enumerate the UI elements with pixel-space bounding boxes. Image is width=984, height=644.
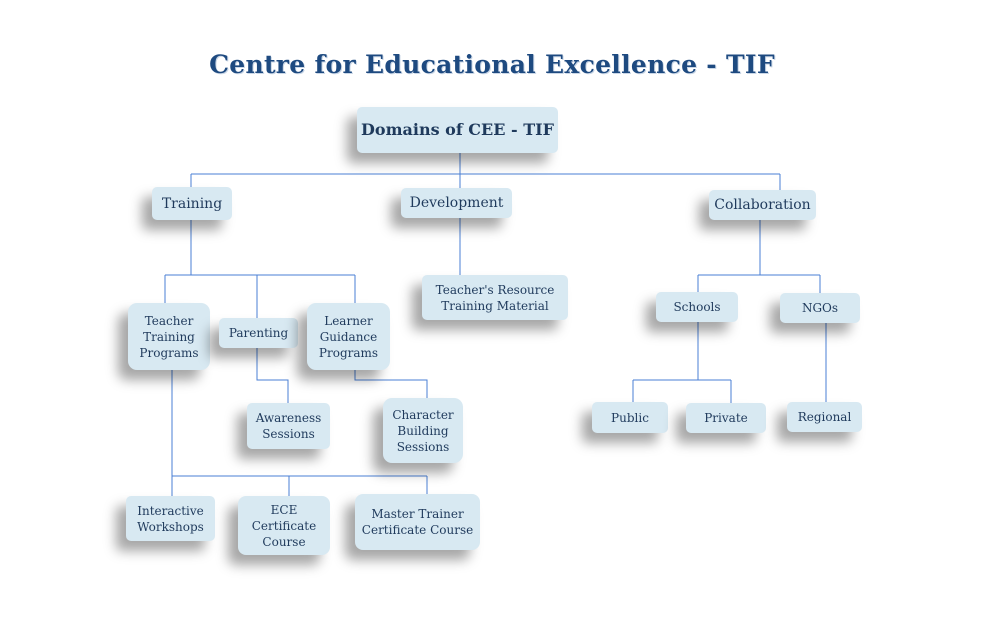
node-private: Private	[686, 403, 766, 433]
node-training: Training	[152, 187, 232, 220]
node-learner-guidance-programs: Learner Guidance Programs	[307, 303, 390, 370]
node-development: Development	[401, 188, 512, 218]
node-public: Public	[592, 402, 668, 433]
node-interactive-workshops: Interactive Workshops	[126, 496, 215, 541]
node-teachers-resource: Teacher's Resource Training Material	[422, 275, 568, 320]
node-root: Domains of CEE - TIF	[357, 107, 558, 153]
connector-schools	[632, 322, 732, 403]
node-character-building-sessions: Character Building Sessions	[383, 398, 463, 463]
node-parenting: Parenting	[219, 318, 298, 348]
connector-root	[190, 153, 781, 190]
node-ngos: NGOs	[780, 293, 860, 323]
connector-learner	[354, 370, 428, 398]
node-collaboration: Collaboration	[709, 190, 816, 220]
node-regional: Regional	[787, 402, 862, 432]
connector-parenting	[256, 348, 289, 403]
node-master-trainer-course: Master Trainer Certificate Course	[355, 494, 480, 550]
node-teacher-training-programs: Teacher Training Programs	[128, 303, 210, 370]
node-awareness-sessions: Awareness Sessions	[247, 403, 330, 449]
node-schools: Schools	[656, 292, 738, 322]
diagram-title: Centre for Educational Excellence - TIF	[209, 50, 775, 79]
connector-training	[164, 220, 356, 318]
node-ece-certificate-course: ECE Certificate Course	[238, 496, 330, 555]
connector-teacher-training	[171, 370, 428, 496]
connector-collaboration	[697, 220, 821, 293]
